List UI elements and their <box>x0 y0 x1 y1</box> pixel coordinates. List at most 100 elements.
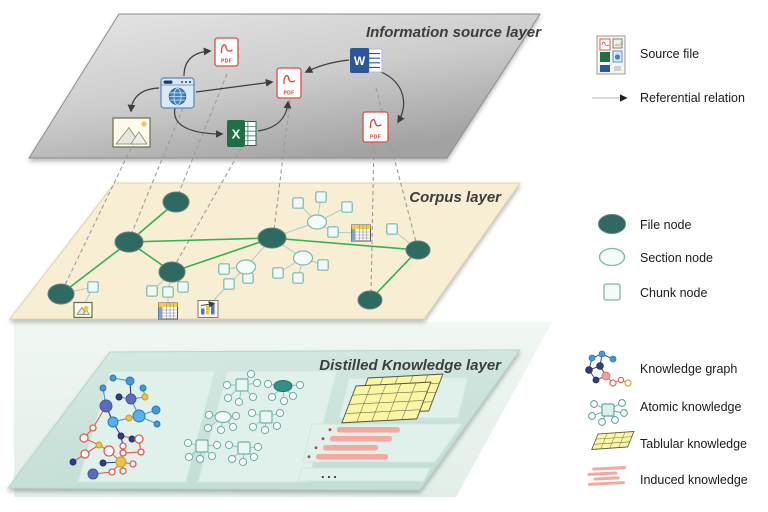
pdf-label: PDF <box>284 91 295 97</box>
atomic-satellite <box>249 452 259 462</box>
induced-knowledge-bar <box>330 436 392 442</box>
knowledge-panel <box>302 423 463 463</box>
pdf-label: PDF <box>370 135 381 141</box>
chunk-node <box>177 281 189 293</box>
layer-mapping-link <box>273 99 291 231</box>
chunk-node <box>162 286 174 298</box>
chunk-node-icon <box>603 283 621 301</box>
kg-node <box>99 384 107 392</box>
kg-node <box>132 409 146 423</box>
file-node <box>47 283 75 305</box>
web-browser-icon <box>160 77 195 109</box>
kg-node <box>69 458 77 466</box>
kg-node <box>153 420 161 428</box>
atomic-satellite <box>216 425 226 435</box>
file-node <box>114 231 144 253</box>
layer-mapping-link <box>375 87 417 243</box>
chunk-node <box>327 226 339 238</box>
referential-relation-arrow <box>380 71 405 124</box>
atomic-satellite <box>248 392 258 402</box>
section-node <box>306 214 328 230</box>
chunk-node <box>223 278 235 290</box>
image-file-icon <box>73 301 93 319</box>
legend-section-node-label: Section node <box>640 251 713 265</box>
kg-node <box>99 399 113 413</box>
kg-node <box>115 456 127 468</box>
legend-tabular-knowledge-label: Tablular knowledge <box>640 437 747 451</box>
atomic-center-teal-ellipse <box>273 380 293 392</box>
atomic-satellite <box>252 378 262 388</box>
more-knowledge-ellipsis: ... <box>321 466 339 481</box>
atomic-satellite <box>223 393 233 403</box>
atomic-satellite <box>279 396 289 406</box>
distilled-layer-panels <box>77 370 469 483</box>
legend-referential-relation-label: Referential relation <box>640 91 745 105</box>
atomic-satellite <box>184 452 194 462</box>
source-file-icon <box>596 35 626 75</box>
kg-node <box>115 393 123 401</box>
knowledge-graph-icon <box>585 350 632 387</box>
file-node <box>257 227 287 249</box>
tabular-knowledge-sheet <box>341 381 432 424</box>
chunk-node <box>87 281 99 293</box>
word-file-icon: W <box>350 48 383 73</box>
distilled-layer-title: Distilled Knowledge layer <box>319 357 502 374</box>
induced-bullet <box>321 437 325 441</box>
legend-atomic-knowledge-label: Atomic knowledge <box>640 400 741 414</box>
kg-node <box>134 434 144 444</box>
kg-node <box>151 405 161 415</box>
atomic-satellite <box>272 421 282 431</box>
atomic-satellite <box>231 411 241 421</box>
atomic-satellite <box>195 454 205 464</box>
kg-node <box>117 432 125 440</box>
section-node <box>292 250 314 266</box>
kg-node <box>125 414 133 422</box>
layer-mapping-link <box>174 148 242 266</box>
atomic-satellite <box>253 442 263 452</box>
kg-node <box>87 468 99 480</box>
atomic-satellite <box>288 391 298 401</box>
atomic-satellite <box>183 438 193 448</box>
kg-node <box>119 442 127 450</box>
induced-bullet <box>307 455 311 459</box>
referential-relation-arrow <box>174 107 224 138</box>
kg-node <box>139 384 147 392</box>
atomic-satellite <box>247 408 257 418</box>
atomic-satellite <box>204 410 214 420</box>
kg-node <box>125 376 135 386</box>
file-edge <box>271 237 419 251</box>
atomic-satellite <box>267 392 277 402</box>
referential-relation-arrow <box>127 87 160 113</box>
induced-knowledge-bar <box>337 427 400 433</box>
file-edge <box>171 237 273 273</box>
kg-node <box>128 435 136 443</box>
referential-relation-arrow <box>183 47 212 77</box>
atomic-knowledge-icon <box>588 399 628 426</box>
kg-node <box>129 460 137 468</box>
excel-file-icon: X <box>227 120 257 147</box>
referential-relation-arrow <box>257 100 292 132</box>
chunk-node <box>315 191 327 203</box>
kg-node <box>119 467 127 475</box>
kg-node <box>99 459 107 467</box>
chunk-node <box>292 197 304 209</box>
layer-mapping-link <box>63 147 132 288</box>
kg-node <box>95 441 103 449</box>
induced-bullet <box>328 428 332 432</box>
atomic-satellite <box>263 379 273 389</box>
chart-icon <box>197 300 219 318</box>
atomic-center-square <box>237 441 251 455</box>
chunk-node <box>272 267 284 279</box>
tabular-knowledge-icon <box>591 430 635 450</box>
corpus-layer-plane <box>8 182 521 320</box>
legend: Source file Referential relation File no… <box>585 35 748 487</box>
atomic-satellite <box>203 423 213 433</box>
kg-node <box>79 433 89 443</box>
atomic-center-square <box>235 378 249 392</box>
file-edge <box>128 237 273 243</box>
kg-node <box>108 468 116 476</box>
kg-node <box>109 374 117 382</box>
atomic-satellite <box>275 408 285 418</box>
kg-node <box>103 445 115 457</box>
